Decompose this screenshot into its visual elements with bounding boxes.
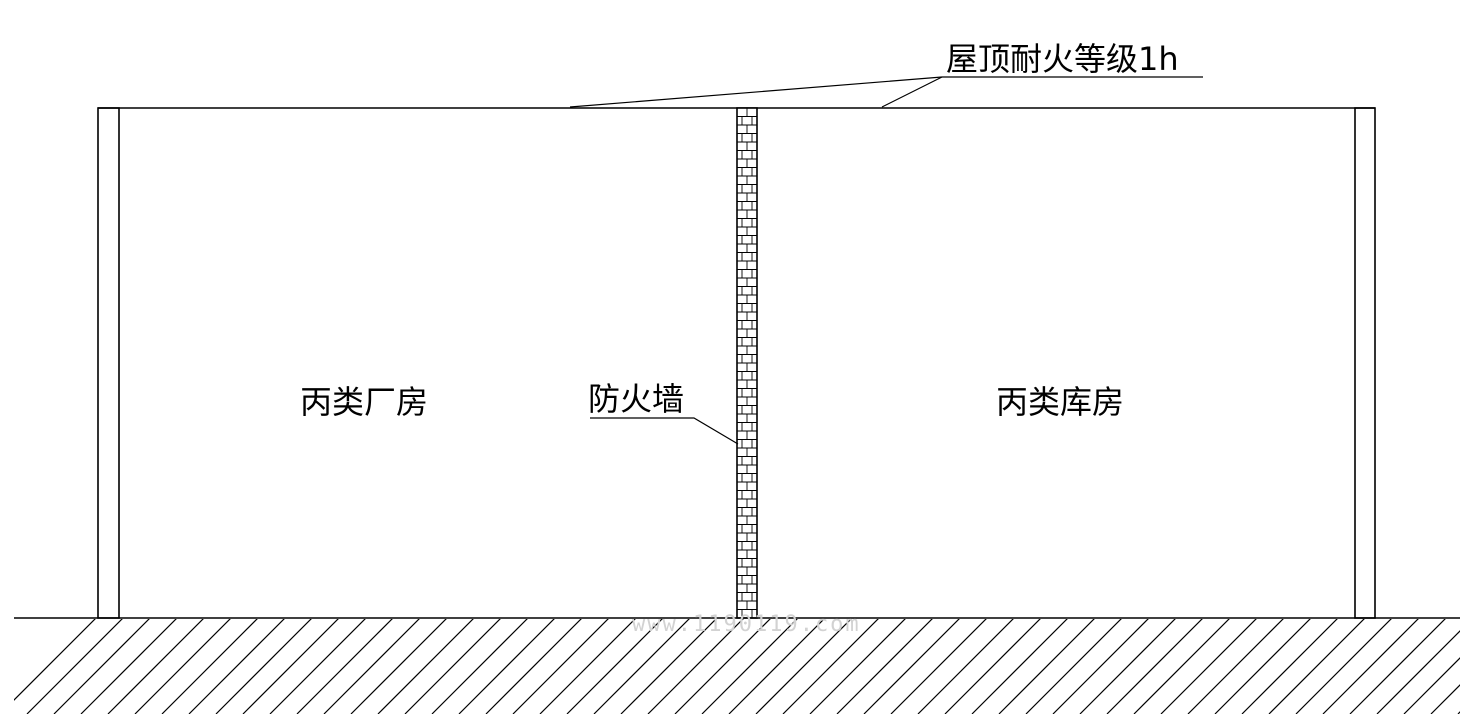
ground-hatch-line bbox=[674, 619, 771, 714]
ground-hatch-line bbox=[1403, 657, 1460, 714]
ground-hatch-line bbox=[1457, 711, 1460, 714]
left-exterior-wall bbox=[97, 107, 120, 619]
ground-hatch-line bbox=[485, 619, 582, 714]
ground-hatch-line bbox=[809, 619, 906, 714]
ground-hatch-line bbox=[323, 619, 420, 714]
ground-hatch-line bbox=[1052, 619, 1149, 714]
ground-hatch-line bbox=[431, 619, 528, 714]
ground-hatch-line bbox=[1025, 619, 1122, 714]
roof-rating-leader-line bbox=[569, 76, 1203, 108]
ground-hatch-line bbox=[701, 619, 798, 714]
right-exterior-wall bbox=[1354, 107, 1376, 619]
ground-hatch-line bbox=[971, 619, 1068, 714]
ground-hatch-line bbox=[134, 619, 231, 714]
ground-hatch-line bbox=[53, 619, 150, 714]
ground-hatch-line bbox=[944, 619, 1041, 714]
fire-wall bbox=[736, 107, 758, 619]
ground-hatch-line bbox=[269, 619, 366, 714]
ground-hatch-line bbox=[620, 619, 717, 714]
ground-hatch-line bbox=[782, 619, 879, 714]
ground-hatch-line bbox=[1214, 619, 1311, 714]
warehouse-label: 丙类库房 bbox=[996, 383, 1124, 421]
watermark-text: www.1190119.com bbox=[632, 612, 861, 637]
ground-hatch-line bbox=[1241, 619, 1338, 714]
ground-hatch-line bbox=[26, 619, 123, 714]
ground-hatch-line bbox=[890, 619, 987, 714]
fire-wall-leader-line bbox=[590, 417, 739, 445]
fire-wall-label: 防火墙 bbox=[588, 380, 684, 418]
fire-wall-brick-pattern bbox=[737, 108, 757, 618]
roof-rating-callout: 屋顶耐火等级1h bbox=[569, 40, 1203, 108]
ground-hatch-line bbox=[1160, 619, 1257, 714]
ground-hatch-line bbox=[539, 619, 636, 714]
ground-hatch-line bbox=[215, 619, 312, 714]
ground-hatch-line bbox=[647, 619, 744, 714]
ground-hatch-line bbox=[728, 619, 825, 714]
ground-hatch-line bbox=[458, 619, 555, 714]
ground-hatch-line bbox=[755, 619, 852, 714]
ground-hatch-line bbox=[836, 619, 933, 714]
ground-hatch-line bbox=[1187, 619, 1284, 714]
ground-hatch-line bbox=[242, 619, 339, 714]
ground-hatch-line bbox=[188, 619, 285, 714]
ground-hatch-line bbox=[296, 619, 393, 714]
ground-hatch-line bbox=[80, 619, 177, 714]
ground-hatch-line bbox=[998, 619, 1095, 714]
ground-hatch-line bbox=[1106, 619, 1203, 714]
ground-hatch-line bbox=[1079, 619, 1176, 714]
ground-hatch-line bbox=[593, 619, 690, 714]
ground-hatch-line bbox=[1133, 619, 1230, 714]
ground-hatch-line bbox=[566, 619, 663, 714]
ground-hatching bbox=[14, 619, 1460, 714]
ground-hatch-line bbox=[863, 619, 960, 714]
roof-rating-label: 屋顶耐火等级1h bbox=[946, 40, 1179, 78]
ground-hatch-line bbox=[1349, 619, 1446, 714]
ground-hatch-line bbox=[14, 619, 96, 701]
ground-hatch-line bbox=[404, 619, 501, 714]
ground-hatch-line bbox=[1376, 630, 1460, 714]
fire-wall-callout: 防火墙 bbox=[588, 380, 739, 445]
ground-hatch-line bbox=[1430, 684, 1460, 714]
roof-rating-leader-line-2 bbox=[881, 76, 943, 108]
ground-hatch-line bbox=[1322, 619, 1419, 714]
ground-hatch-line bbox=[512, 619, 609, 714]
ground-hatch-line bbox=[161, 619, 258, 714]
ground-hatch-line bbox=[1268, 619, 1365, 714]
ground-hatch-line bbox=[917, 619, 1014, 714]
ground-hatch-line bbox=[107, 619, 204, 714]
ground-hatch-line bbox=[350, 619, 447, 714]
factory-label: 丙类厂房 bbox=[300, 383, 428, 421]
ground-hatch-line bbox=[377, 619, 474, 714]
ground-hatch-line bbox=[1295, 619, 1392, 714]
